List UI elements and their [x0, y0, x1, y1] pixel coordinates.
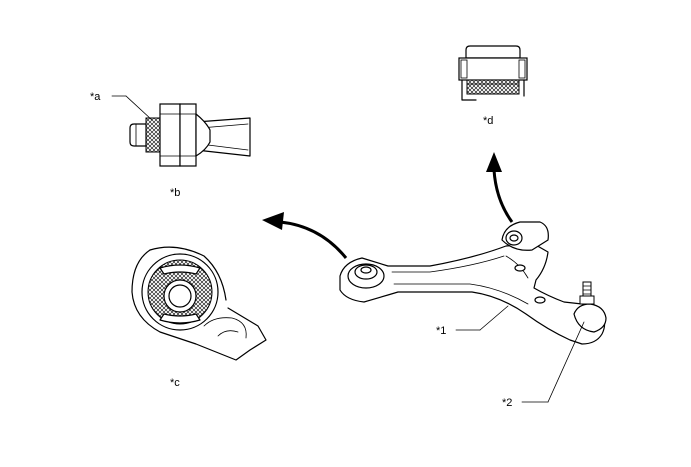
curved-arrow-icon	[492, 169, 514, 223]
leader-2-diag	[547, 321, 585, 403]
callout-2: *2	[502, 397, 512, 409]
callout-d: *d	[483, 115, 493, 127]
leader-a-diag	[125, 95, 153, 121]
leader-1-diag	[479, 305, 509, 331]
arrowhead-up	[486, 152, 502, 172]
bushing-section-b	[129, 103, 251, 167]
lower-arm-main	[339, 221, 607, 345]
callout-b: *b	[170, 187, 180, 199]
callout-1: *1	[436, 325, 446, 337]
callout-c: *c	[170, 377, 180, 389]
callout-a: *a	[90, 91, 101, 103]
arrowhead-left	[262, 212, 284, 230]
bushing-detail-d	[458, 45, 528, 101]
bushing-end-view-c	[131, 246, 267, 361]
curved-arrow-icon	[279, 220, 348, 259]
